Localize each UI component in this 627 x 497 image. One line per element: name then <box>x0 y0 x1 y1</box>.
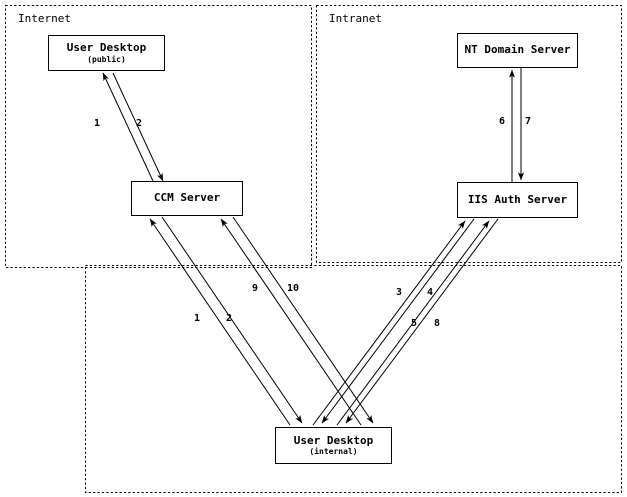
zone-intranet-border <box>316 5 622 263</box>
node-iis-auth-server-title: IIS Auth Server <box>467 192 568 206</box>
edge-label-2-public: 2 <box>136 118 143 129</box>
connector-9 <box>220 218 362 426</box>
node-user-desktop-public-subtitle: (public) <box>87 54 126 64</box>
edge-label-10: 10 <box>287 283 300 294</box>
zone-internet-border <box>5 5 312 268</box>
node-ccm-server[interactable]: CCM Server <box>131 181 243 216</box>
edge-label-8: 8 <box>434 318 441 329</box>
zone-internal-border <box>85 265 622 493</box>
node-user-desktop-public[interactable]: User Desktop (public) <box>48 35 165 71</box>
edge-label-3: 3 <box>396 287 403 298</box>
connector-3 <box>312 220 466 426</box>
connector-1-public <box>102 72 154 182</box>
connector-1-internal <box>149 218 291 426</box>
node-ccm-server-title: CCM Server <box>153 191 221 205</box>
edge-label-7: 7 <box>525 116 532 127</box>
zone-label-intranet: Intranet <box>329 12 382 25</box>
edge-label-2-internal: 2 <box>226 313 233 324</box>
edge-label-4: 4 <box>427 287 434 298</box>
connector-2-public <box>112 72 164 182</box>
zone-label-internet: Internet <box>18 12 71 25</box>
node-nt-domain-server-title: NT Domain Server <box>464 43 571 57</box>
edge-label-9: 9 <box>252 283 259 294</box>
node-user-desktop-internal-title: User Desktop <box>293 433 374 447</box>
node-user-desktop-public-title: User Desktop <box>66 41 147 55</box>
edge-label-1-internal: 1 <box>194 313 201 324</box>
node-nt-domain-server[interactable]: NT Domain Server <box>457 33 578 68</box>
node-iis-auth-server[interactable]: IIS Auth Server <box>457 182 578 218</box>
edge-label-6: 6 <box>499 116 506 127</box>
edge-label-1-public: 1 <box>94 118 101 129</box>
connector-8 <box>345 218 499 424</box>
connector-5 <box>336 220 490 426</box>
connector-4 <box>321 218 475 424</box>
connector-10 <box>232 216 374 424</box>
connector-2-internal <box>161 216 303 424</box>
node-user-desktop-internal-subtitle: (internal) <box>309 447 358 457</box>
edge-label-5: 5 <box>411 318 418 329</box>
node-user-desktop-internal[interactable]: User Desktop (internal) <box>275 427 392 464</box>
